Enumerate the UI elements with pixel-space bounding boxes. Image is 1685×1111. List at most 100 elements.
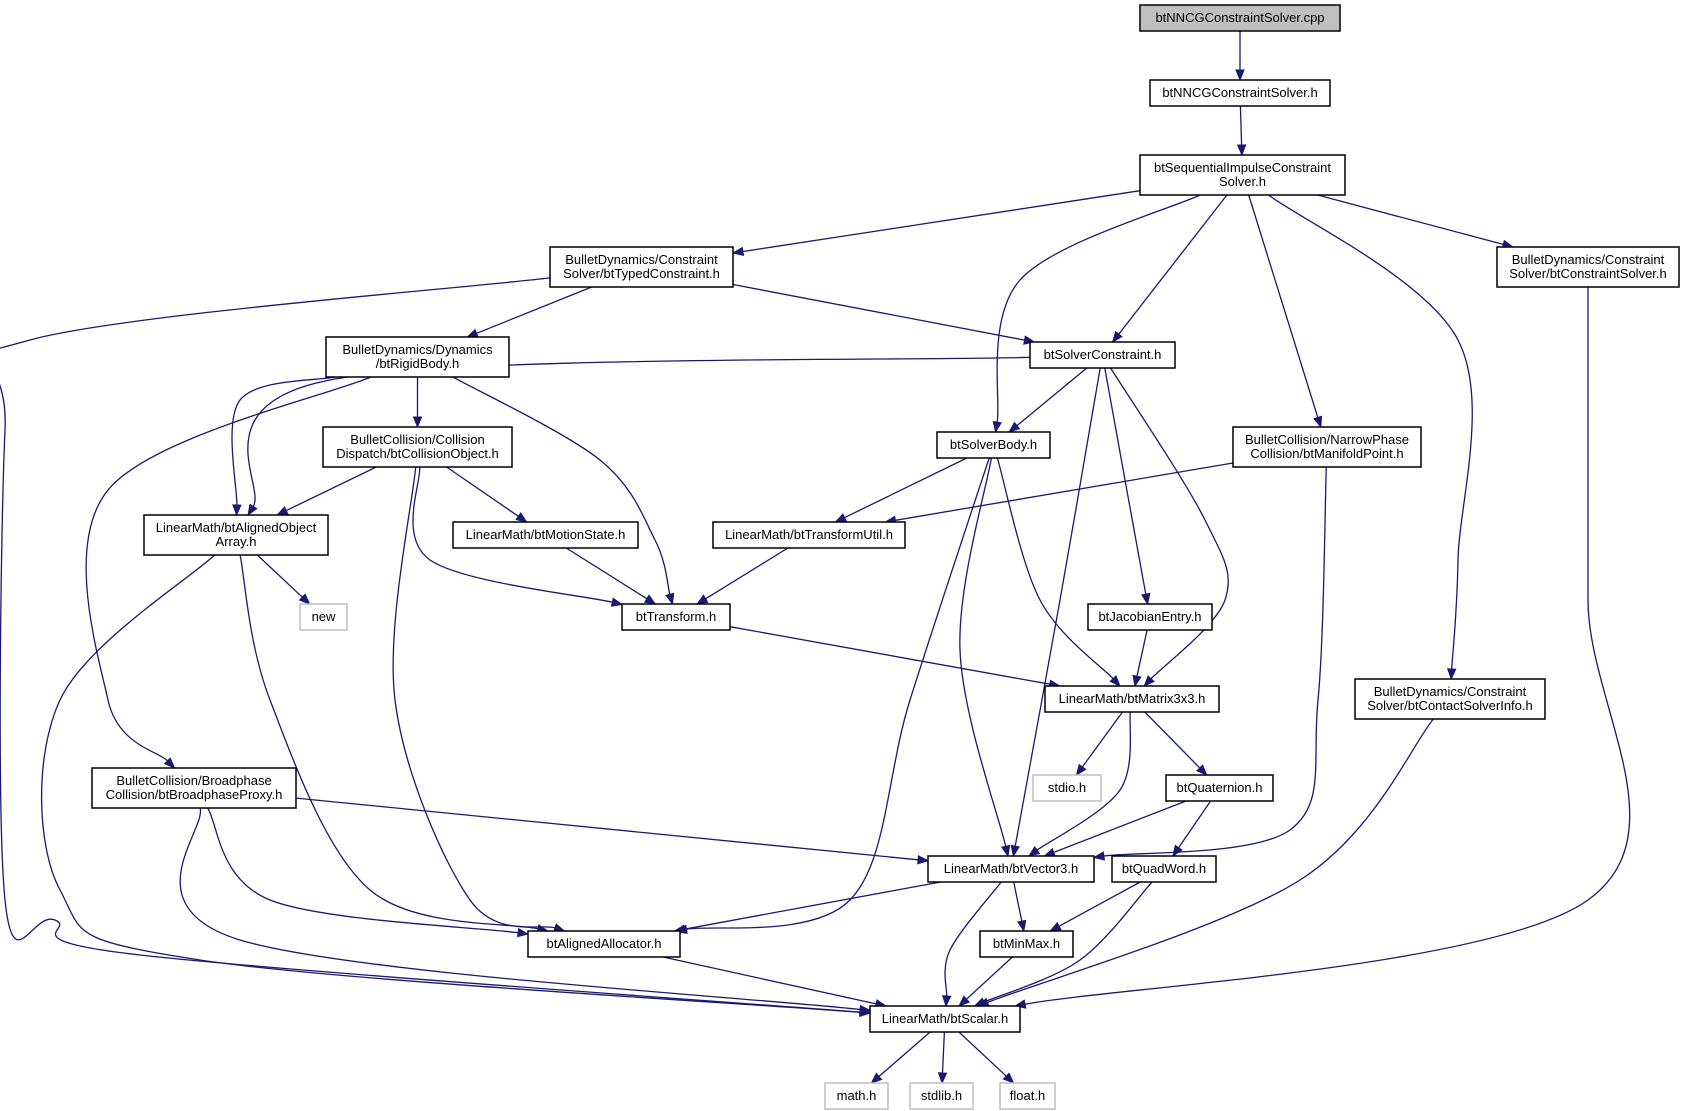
arrowhead <box>665 592 675 606</box>
arrowhead <box>1236 144 1247 157</box>
node-box <box>1149 79 1331 107</box>
edge-typed-to-scalar <box>0 277 872 1017</box>
edge-vector-to-alloc <box>673 881 941 934</box>
node-box <box>1032 774 1102 802</box>
node-box <box>91 767 297 809</box>
arrowhead <box>517 927 530 938</box>
edge-scalar-to-math <box>870 1031 931 1084</box>
edge-colobj-to-motion <box>446 466 528 523</box>
edge-seq-to-manif <box>1248 194 1323 429</box>
node-label: Dispatch/btCollisionObject.h <box>336 446 499 461</box>
edge-line <box>729 626 1051 685</box>
node-label: btAlignedAllocator.h <box>547 936 662 951</box>
node-box <box>1044 685 1220 713</box>
edge-line <box>662 956 877 1005</box>
arrowhead <box>958 995 971 1007</box>
node-label: BulletDynamics/Constraint <box>565 252 718 267</box>
node-minmax[interactable]: btMinMax.h <box>979 930 1074 958</box>
edge-line <box>878 1031 931 1077</box>
node-nncg_h[interactable]: btNNCGConstraintSolver.h <box>1149 79 1331 107</box>
node-label: btSolverBody.h <box>950 437 1037 452</box>
edge-colobj-to-transform <box>412 466 624 607</box>
node-contact[interactable]: BulletDynamics/ConstraintSolver/btContac… <box>1354 678 1546 720</box>
edge-line <box>996 457 1114 680</box>
node-broad[interactable]: BulletCollision/BroadphaseCollision/btBr… <box>91 767 297 809</box>
arrowhead <box>942 995 952 1008</box>
edge-line <box>1268 194 1473 670</box>
edge-matrix-to-stdio <box>1075 711 1124 777</box>
node-jacob[interactable]: btJacobianEntry.h <box>1087 603 1213 631</box>
edge-line <box>705 547 789 600</box>
node-label: btMinMax.h <box>993 936 1060 951</box>
node-cpp[interactable]: btNNCGConstraintSolver.cpp <box>1139 4 1341 32</box>
edge-typed-to-rigid <box>466 286 592 338</box>
edge-line <box>944 881 1002 997</box>
edge-vector-to-scalar <box>942 881 1002 1008</box>
node-box <box>322 426 513 468</box>
edge-line <box>844 457 968 519</box>
edge-line <box>476 286 592 334</box>
node-manif[interactable]: BulletCollision/NarrowPhaseCollision/btM… <box>1232 426 1422 468</box>
arrowhead <box>1002 1072 1015 1084</box>
edge-line <box>996 194 1201 423</box>
edge-cpp-to-nncg_h <box>1235 31 1245 82</box>
node-rigid[interactable]: BulletDynamics/Dynamics/btRigidBody.h <box>325 336 510 378</box>
node-label: new <box>312 609 336 624</box>
node-solvbody[interactable]: btSolverBody.h <box>936 431 1051 459</box>
node-alloc[interactable]: btAlignedAllocator.h <box>527 930 681 958</box>
arrowhead <box>1143 675 1155 687</box>
edge-matrix-to-vector <box>1027 711 1132 857</box>
edge-solvc-to-solvbody <box>1008 367 1088 433</box>
node-matrix[interactable]: LinearMath/btMatrix3x3.h <box>1044 685 1220 713</box>
node-motion[interactable]: LinearMath/btMotionState.h <box>452 521 639 549</box>
edge-line <box>1239 105 1243 146</box>
edge-line <box>207 807 519 934</box>
arrowhead <box>610 597 624 607</box>
arrowhead <box>859 1004 872 1015</box>
node-stdio: stdio.h <box>1032 774 1102 802</box>
node-quat[interactable]: btQuaternion.h <box>1165 774 1274 802</box>
node-tutil[interactable]: LinearMath/btTransformUtil.h <box>712 521 906 549</box>
edge-line <box>941 1031 946 1074</box>
node-float: float.h <box>999 1082 1056 1110</box>
node-label: BulletDynamics/Constraint <box>1374 684 1527 699</box>
arrowhead <box>1017 919 1027 933</box>
edge-rigid-to-colobj <box>412 377 423 429</box>
node-quadword[interactable]: btQuadWord.h <box>1111 855 1217 883</box>
node-scalar[interactable]: LinearMath/btScalar.h <box>869 1005 1021 1033</box>
node-box <box>1354 678 1546 720</box>
arrowhead <box>937 1072 948 1085</box>
edge-line <box>285 466 377 512</box>
node-colobj[interactable]: BulletCollision/CollisionDispatch/btColl… <box>322 426 513 468</box>
edge-solvbody-to-tutil <box>834 457 968 523</box>
node-box <box>1087 603 1213 631</box>
edge-line <box>40 554 861 1013</box>
node-new: new <box>299 603 348 631</box>
node-box <box>299 603 348 631</box>
edge-line <box>239 554 539 930</box>
edge-line <box>895 462 1234 521</box>
edge-solvbody-to-matrix <box>996 457 1121 687</box>
node-vector[interactable]: LinearMath/btVector3.h <box>927 855 1095 883</box>
node-typed[interactable]: BulletDynamics/ConstraintSolver/btTypedC… <box>549 246 734 288</box>
edge-line <box>1024 287 1631 1005</box>
arrowhead <box>1049 921 1062 932</box>
arrowhead <box>1235 69 1245 82</box>
arrowhead <box>973 997 987 1007</box>
edge-jacob-to-matrix <box>1132 629 1148 688</box>
edge-line <box>295 797 919 861</box>
node-solvc[interactable]: btSolverConstraint.h <box>1029 341 1176 369</box>
arrowhead <box>917 855 930 865</box>
edge-seq-to-contact <box>1268 194 1473 681</box>
edge-line <box>1103 466 1327 857</box>
arrowhead <box>1075 763 1087 777</box>
node-csolver[interactable]: BulletDynamics/ConstraintSolver/btConstr… <box>1496 246 1680 288</box>
edge-rigid-to-broad <box>85 376 372 769</box>
edge-typed-to-solvc <box>732 283 1036 345</box>
node-transform[interactable]: btTransform.h <box>621 603 731 631</box>
edge-tutil-to-transform <box>695 547 789 605</box>
node-label: /btRigidBody.h <box>376 356 460 371</box>
edge-line <box>1058 881 1141 927</box>
